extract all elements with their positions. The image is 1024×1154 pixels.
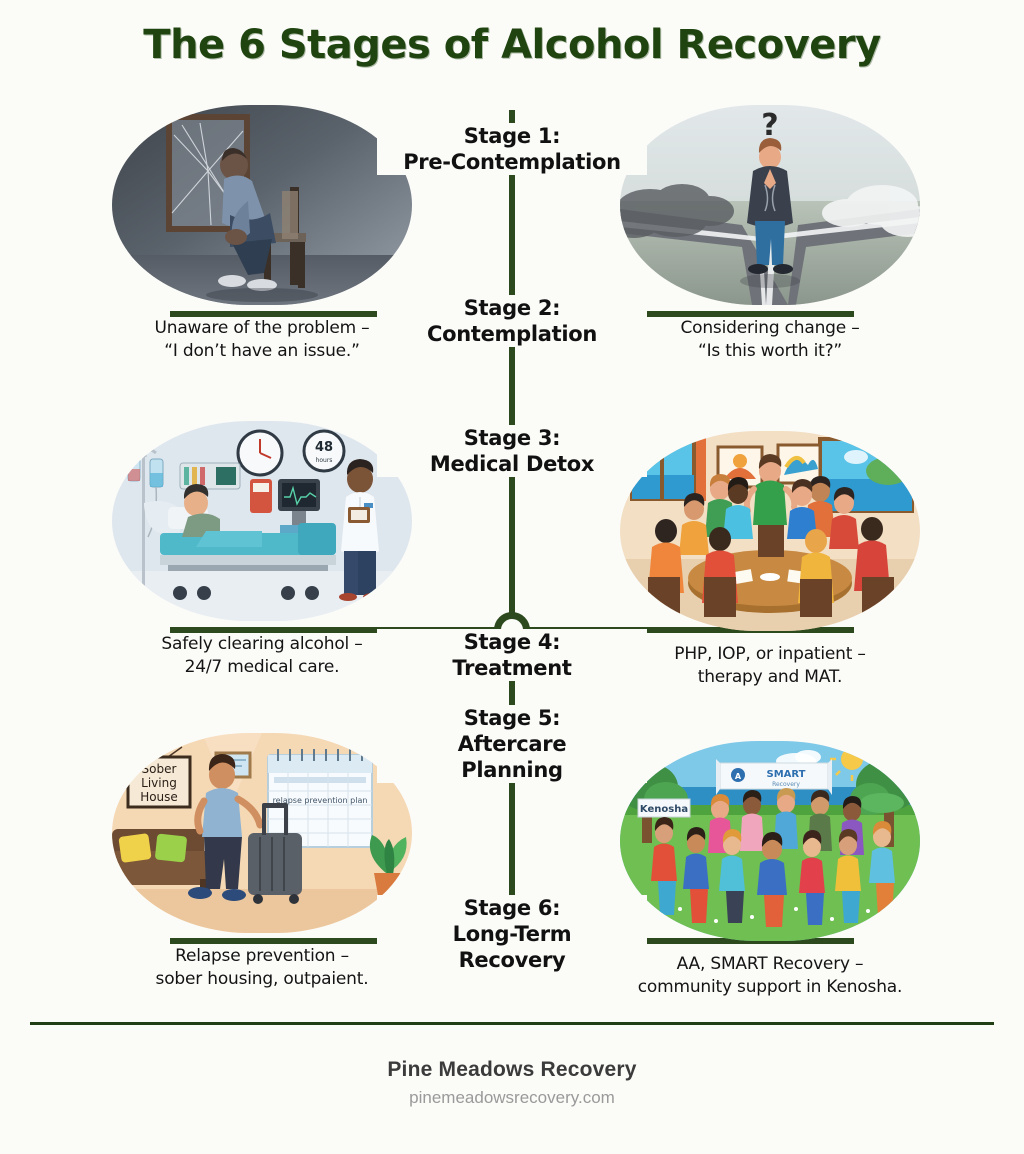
stage-5-caption-line1: Relapse prevention – bbox=[175, 946, 349, 966]
detox-hours-label: hours bbox=[316, 457, 333, 464]
hospital-detox-bed-iv-monitor-image: 48 hours bbox=[112, 421, 412, 621]
detox-48-label: 48 bbox=[315, 440, 333, 455]
stage-5-card: Sober Living House bbox=[112, 733, 422, 991]
stage-5-name: Aftercare bbox=[457, 732, 567, 757]
stage-label-1: Stage 1: Pre-Contemplation bbox=[377, 123, 647, 176]
stage-6-caption-line1: AA, SMART Recovery – bbox=[676, 954, 864, 974]
stage-5-caption-line2: sober housing, outpaient. bbox=[155, 968, 369, 989]
connector-rung-right-1 bbox=[514, 311, 854, 317]
stage-2-card: ? Considering change – “Is this worth it… bbox=[620, 105, 930, 363]
stage-2-caption: Considering change – “Is this worth it?” bbox=[610, 317, 930, 363]
stage-3-number: Stage 3: bbox=[463, 426, 561, 450]
stage-5-caption: Relapse prevention – sober housing, outp… bbox=[102, 945, 422, 991]
stage-6-name-2: Recovery bbox=[458, 948, 566, 973]
stage-1-caption: Unaware of the problem – “I don’t have a… bbox=[102, 317, 422, 363]
stage-4-card: PHP, IOP, or inpatient – therapy and MAT… bbox=[620, 431, 930, 689]
community-circle-holding-hands-park-image: A SMART Recovery Kenosha bbox=[620, 741, 920, 941]
sober-sign-line-3: House bbox=[140, 790, 178, 804]
stage-2-name: Contemplation bbox=[426, 322, 598, 347]
connector-rung-right-3 bbox=[514, 938, 854, 944]
sober-living-house-suitcase-calendar-image: Sober Living House bbox=[112, 733, 412, 933]
crossroads-question-mark: ? bbox=[761, 108, 778, 143]
stage-6-caption-line2: community support in Kenosha. bbox=[637, 976, 903, 997]
stage-6-card: A SMART Recovery Kenosha bbox=[620, 741, 930, 999]
stage-3-caption-line1: Safely clearing alcohol – bbox=[161, 634, 363, 654]
man-at-crossroads-question-mark-image: ? bbox=[620, 105, 920, 305]
footer-divider bbox=[30, 1022, 994, 1025]
stage-3-card: 48 hours bbox=[112, 421, 422, 679]
park-kenosha-label: Kenosha bbox=[640, 804, 688, 815]
stage-4-caption-line1: PHP, IOP, or inpatient – bbox=[674, 644, 866, 664]
stage-5-number: Stage 5: bbox=[463, 706, 561, 730]
svg-text:Recovery: Recovery bbox=[772, 781, 800, 788]
footer-brand: Pine Meadows Recovery bbox=[387, 1058, 637, 1081]
stage-1-caption-line1: Unaware of the problem – bbox=[154, 318, 370, 338]
svg-text:A: A bbox=[735, 772, 742, 781]
stage-5-name-2: Planning bbox=[461, 758, 563, 783]
stage-1-card: Unaware of the problem – “I don’t have a… bbox=[112, 105, 422, 363]
stage-4-name: Treatment bbox=[452, 656, 572, 681]
stage-6-number: Stage 6: bbox=[463, 896, 561, 920]
stage-label-6: Stage 6: Long-Term Recovery bbox=[377, 895, 647, 974]
stages-board: Stage 1: Pre-Contemplation Stage 2: Cont… bbox=[0, 105, 1024, 1020]
stage-1-name: Pre-Contemplation bbox=[403, 150, 621, 175]
stage-3-name: Medical Detox bbox=[429, 452, 595, 477]
calendar-note-label: relapse prevention plan bbox=[273, 796, 368, 805]
timeline-spine bbox=[509, 110, 515, 955]
stage-3-caption: Safely clearing alcohol – 24/7 medical c… bbox=[102, 633, 422, 679]
footer-url[interactable]: pinemeadowsrecovery.com bbox=[409, 1088, 615, 1107]
connector-rung-left-2 bbox=[170, 627, 510, 633]
sober-sign-line-1: Sober bbox=[142, 762, 177, 776]
stage-6-name: Long-Term bbox=[452, 922, 572, 947]
connector-rung-left-1 bbox=[170, 311, 510, 317]
stage-label-2: Stage 2: Contemplation bbox=[377, 295, 647, 348]
stage-2-caption-line1: Considering change – bbox=[680, 318, 860, 338]
stage-2-caption-line2: “Is this worth it?” bbox=[697, 340, 843, 361]
connector-rung-left-3 bbox=[170, 938, 510, 944]
stage-1-caption-line2: “I don’t have an issue.” bbox=[164, 340, 360, 361]
stage-6-caption: AA, SMART Recovery – community support i… bbox=[610, 953, 930, 999]
page-title: The 6 Stages of Alcohol Recovery bbox=[143, 22, 881, 68]
stage-label-5: Stage 5: Aftercare Planning bbox=[377, 705, 647, 784]
park-banner-label: SMART bbox=[767, 769, 806, 780]
sober-sign-line-2: Living bbox=[141, 776, 177, 790]
stage-4-caption: PHP, IOP, or inpatient – therapy and MAT… bbox=[610, 643, 930, 689]
footer: Pine Meadows Recovery pinemeadowsrecover… bbox=[0, 1058, 1024, 1108]
stage-4-number: Stage 4: bbox=[463, 630, 561, 654]
stage-label-3: Stage 3: Medical Detox bbox=[377, 425, 647, 478]
man-sitting-head-down-broken-mirror-image bbox=[112, 105, 412, 305]
stage-4-caption-line2: therapy and MAT. bbox=[697, 666, 843, 687]
stage-1-number: Stage 1: bbox=[463, 124, 561, 148]
connector-rung-right-2 bbox=[514, 627, 854, 633]
group-therapy-session-table-image bbox=[620, 431, 920, 631]
stage-3-caption-line2: 24/7 medical care. bbox=[184, 656, 340, 677]
stage-2-number: Stage 2: bbox=[463, 296, 561, 320]
stage-label-4: Stage 4: Treatment bbox=[377, 629, 647, 682]
